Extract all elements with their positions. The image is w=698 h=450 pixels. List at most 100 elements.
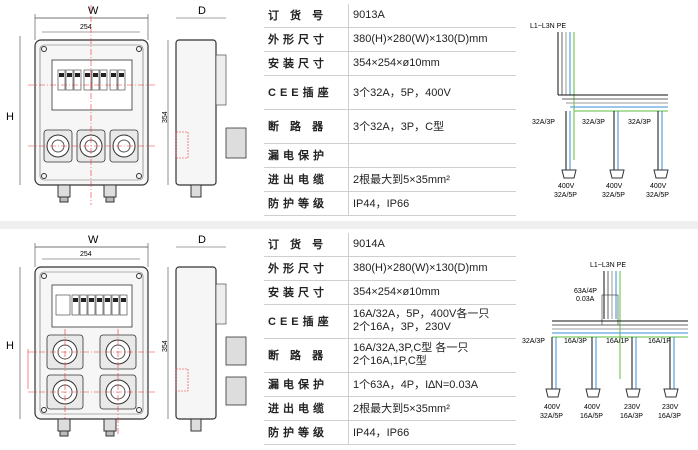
outlet-voltage-4: 230V — [662, 404, 679, 411]
outlet-rating-1: 32A/5P — [540, 413, 563, 420]
breaker-label-4: 16A/1P — [648, 338, 671, 345]
circuit-2 — [585, 337, 601, 398]
height-label: H — [6, 111, 14, 123]
spec-label: 断 路 器 — [264, 109, 349, 144]
spec-value: 9013A — [348, 4, 516, 28]
outlet-rating-3: 32A/5P — [646, 192, 669, 199]
spec-value: 354×254×ø10mm — [348, 280, 516, 305]
breaker-label-1: 32A/3P — [532, 119, 555, 126]
outlet-voltage-1: 400V — [558, 183, 575, 190]
enclosure-side — [175, 266, 217, 420]
spec-label: 订 货 号 — [264, 4, 349, 28]
breaker-label-2: 16A/3P — [564, 338, 587, 345]
spec-value: 380(H)×280(W)×130(D)mm — [348, 27, 516, 52]
product-panel-9014a: W 254 H D — [0, 229, 698, 450]
product-panel-9013a: W 254 H — [0, 0, 698, 221]
wiring-diagram: L1~L3N PE 63A/4P 0.03A — [522, 262, 688, 420]
height-label: H — [6, 340, 14, 352]
breaker-line-1: 16A/32A,3P,C型 各一只 — [353, 342, 469, 355]
outlet-rating-4: 16A/3P — [658, 413, 681, 420]
breaker-label-3: 16A/1P — [606, 338, 629, 345]
height-dimension: 354 — [162, 111, 169, 123]
spec-label: 进出电缆 — [264, 167, 349, 192]
height-dimension: 354 — [162, 340, 169, 352]
outlet-rating-3: 16A/3P — [620, 413, 643, 420]
breaker-label-1: 32A/3P — [522, 338, 545, 345]
circuit-2 — [609, 111, 625, 179]
spec-label: 进出电缆 — [264, 396, 349, 421]
supply-label: L1~L3N PE — [590, 262, 626, 269]
rcd-trip: 0.03A — [576, 296, 595, 303]
width-dimension: 254 — [80, 24, 92, 31]
breaker-label-2: 32A/3P — [582, 119, 605, 126]
cee-line-1: 16A/32A，5P，400V各一只 — [353, 308, 490, 321]
spec-value: IP44，IP66 — [348, 420, 516, 446]
spec-label: 外形尺寸 — [264, 27, 349, 52]
breaker-line-2: 2个16A,1P,C型 — [353, 355, 427, 368]
enclosure-drawing: W 254 H — [6, 5, 247, 205]
spec-label: 防护等级 — [264, 191, 349, 217]
spec-label: 安装尺寸 — [264, 280, 349, 305]
spec-value: 354×254×ø10mm — [348, 51, 516, 76]
spec-value: IP44，IP66 — [348, 191, 516, 217]
spec-value: 380(H)×280(W)×130(D)mm — [348, 256, 516, 281]
spec-row-rcd: 漏电保护 — [264, 143, 516, 168]
depth-label: D — [198, 234, 206, 246]
spec-label: 安装尺寸 — [264, 51, 349, 76]
circuit-3 — [653, 111, 669, 179]
outlet-rating-2: 32A/5P — [602, 192, 625, 199]
spec-value: 2根最大到5×35mm² — [348, 167, 516, 192]
spec-value: 3个32A，5P，400V — [348, 75, 516, 110]
outlet-rating-2: 16A/5P — [580, 413, 603, 420]
spec-value: 9014A — [348, 233, 516, 257]
enclosure-side — [175, 39, 217, 186]
spec-label: 防护等级 — [264, 420, 349, 446]
cee-line-2: 2个16A，3P，230V — [353, 321, 451, 334]
width-label: W — [88, 5, 99, 17]
outlet-voltage-3: 400V — [650, 183, 667, 190]
spec-label: 漏电保护 — [264, 143, 349, 168]
breaker-label-3: 32A/3P — [628, 119, 651, 126]
enclosure-drawing: W 254 H D — [6, 234, 247, 437]
width-label: W — [88, 234, 99, 246]
outlet-voltage-1: 400V — [544, 404, 561, 411]
spec-value: 2根最大到5×35mm² — [348, 396, 516, 421]
spec-label: CEE插座 — [264, 75, 349, 110]
spec-label: 订 货 号 — [264, 233, 349, 257]
outlet-voltage-2: 400V — [606, 183, 623, 190]
outlet-rating-1: 32A/5P — [554, 192, 577, 199]
rcd-rating: 63A/4P — [574, 288, 597, 295]
circuit-1 — [545, 337, 561, 398]
spec-value: 3个32A，3P，C型 — [348, 109, 516, 144]
wiring-diagram: L1~L3N PE 32A/3P 32 — [530, 23, 669, 199]
circuit-3 — [625, 337, 641, 398]
width-dimension: 254 — [80, 251, 92, 258]
spec-label: 漏电保护 — [264, 372, 349, 397]
spec-label: CEE插座 — [264, 304, 349, 339]
outlet-voltage-3: 230V — [624, 404, 641, 411]
spec-label: 断 路 器 — [264, 338, 349, 373]
outlet-voltage-2: 400V — [584, 404, 601, 411]
spec-value — [348, 143, 516, 168]
spec-label: 外形尺寸 — [264, 256, 349, 281]
panel-separator — [0, 221, 698, 229]
circuit-1 — [561, 111, 577, 179]
depth-label: D — [198, 5, 206, 17]
